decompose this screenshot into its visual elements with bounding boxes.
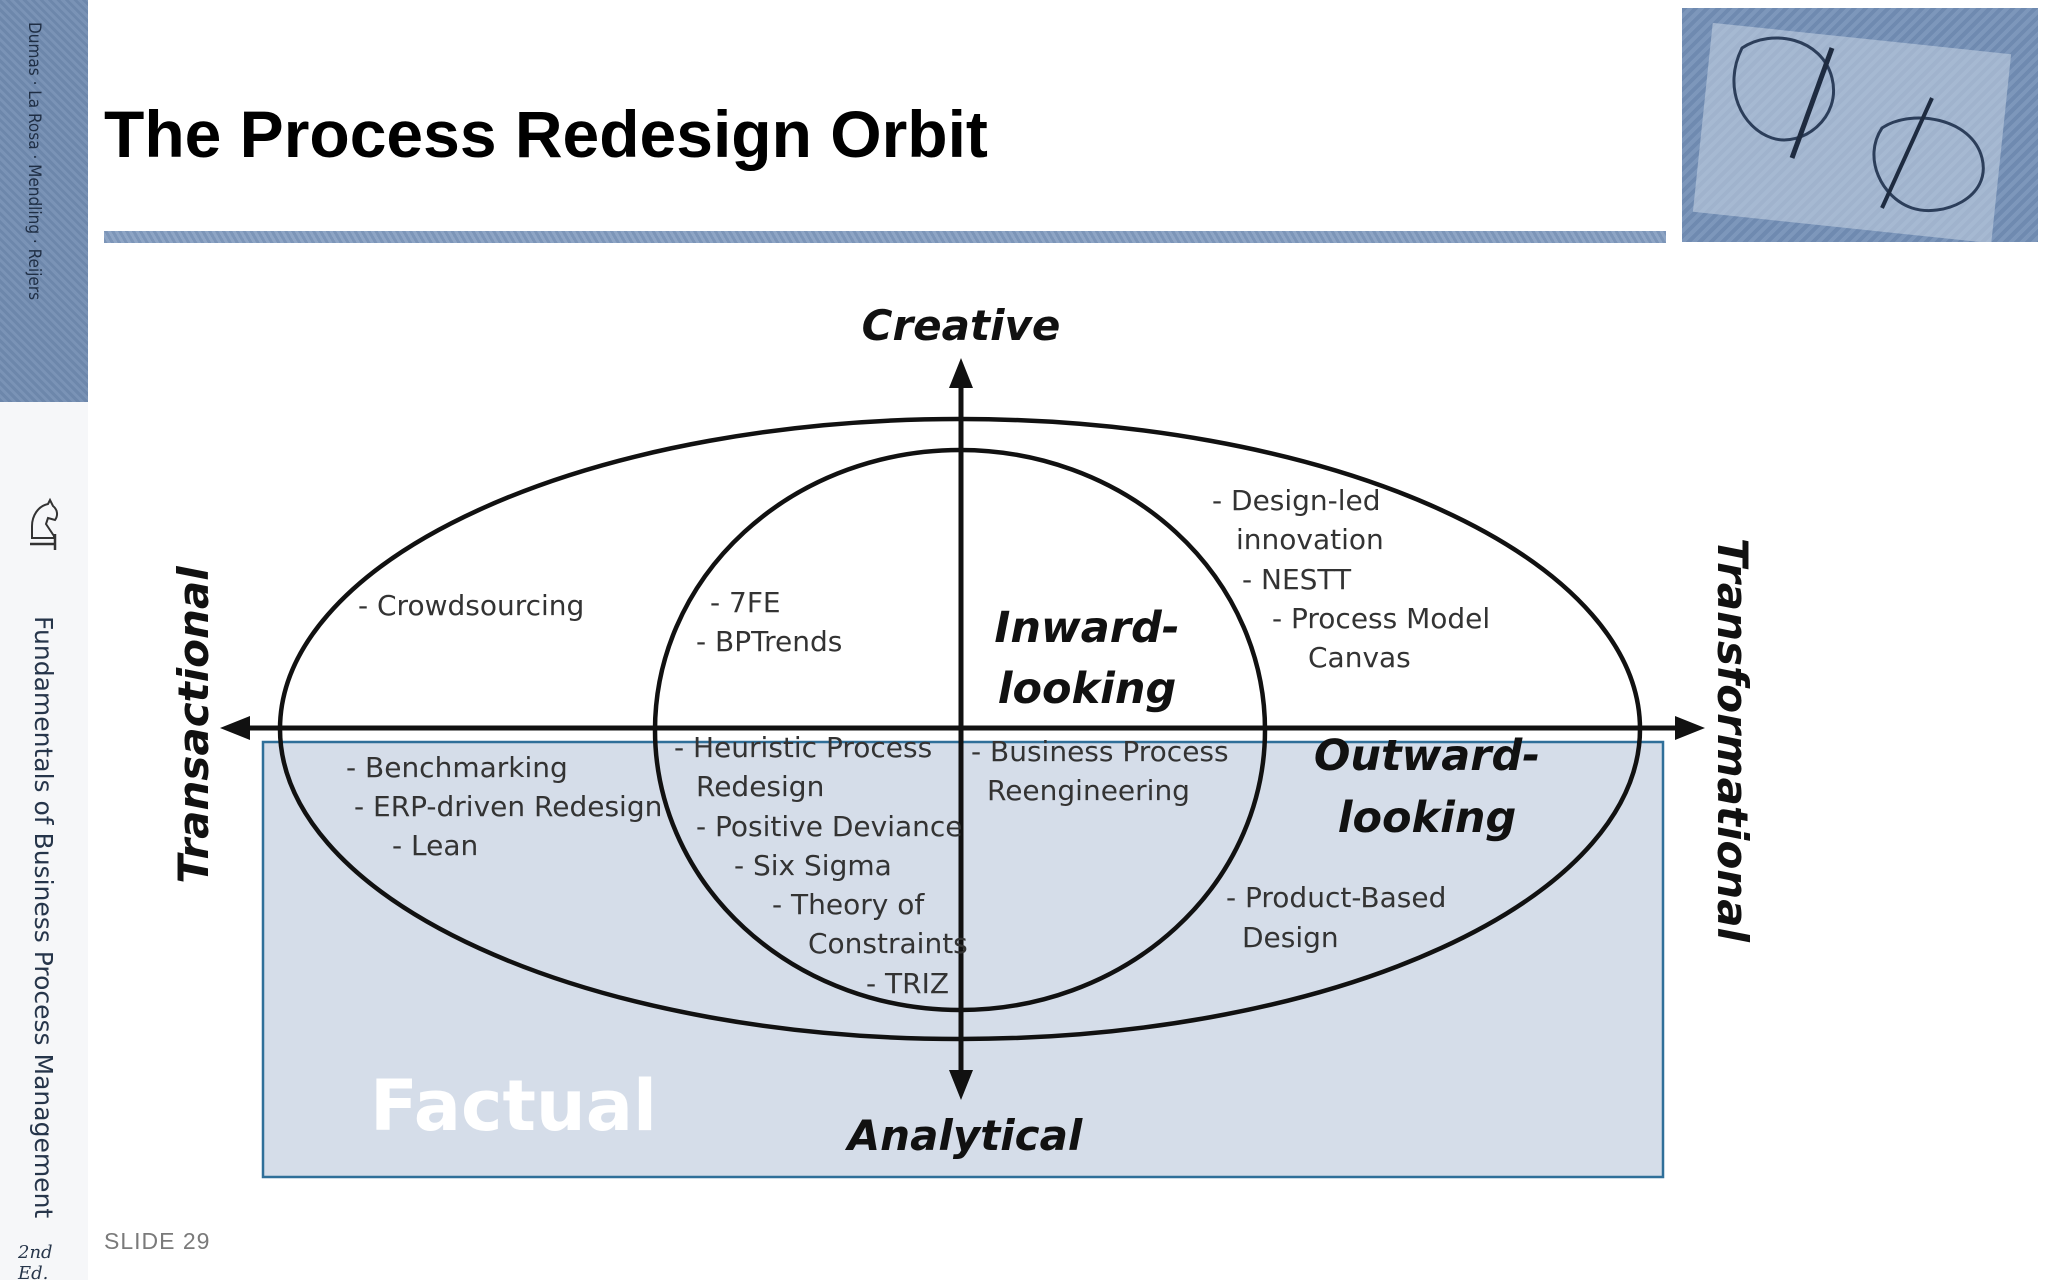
method-design-led: - Design-led <box>1212 484 1381 517</box>
method-positive-deviance: - Positive Deviance <box>696 810 963 843</box>
drawing-hands-icon <box>1692 22 2012 244</box>
axis-label-analytical: Analytical <box>845 1111 1083 1160</box>
method-product-based: - Product-Based <box>1226 881 1446 914</box>
hands-drawing-image <box>1682 8 2038 244</box>
methods-group: - Crowdsourcing - 7FE - BPTrends - Desig… <box>346 484 1490 1000</box>
sidebar-header-band: Dumas · La Rosa · Mendling · Reijers <box>0 0 88 402</box>
up-arrow-icon <box>949 358 973 388</box>
factual-label: Factual <box>370 1065 657 1147</box>
method-crowdsourcing: - Crowdsourcing <box>358 589 584 622</box>
method-benchmarking: - Benchmarking <box>346 751 568 784</box>
left-arrow-icon <box>220 716 250 740</box>
axis-label-creative: Creative <box>862 301 1061 350</box>
zone-outward-line1: Outward- <box>1314 731 1540 781</box>
method-process-model-cont: Canvas <box>1308 641 1411 674</box>
right-arrow-icon <box>1675 716 1705 740</box>
zone-inward-line1: Inward- <box>994 603 1179 653</box>
method-bptrends: - BPTrends <box>696 625 842 658</box>
zone-outward-line2: looking <box>1338 793 1517 843</box>
method-lean: - Lean <box>392 829 478 862</box>
method-nestt: - NESTT <box>1242 563 1352 596</box>
method-six-sigma: - Six Sigma <box>734 849 892 882</box>
slide-title: The Process Redesign Orbit <box>104 97 988 171</box>
method-bpr: - Business Process <box>971 735 1229 768</box>
slide-number: SLIDE 29 <box>104 1228 211 1254</box>
method-heuristic: - Heuristic Process <box>674 731 932 764</box>
method-7fe: - 7FE <box>710 586 781 619</box>
method-process-model: - Process Model <box>1272 602 1490 635</box>
sidebar-edition: 2nd Ed. <box>18 1242 53 1284</box>
method-design-led-cont: innovation <box>1236 523 1384 556</box>
title-divider <box>104 231 1666 243</box>
method-constraints: Constraints <box>808 927 968 960</box>
down-arrow-icon <box>949 1070 973 1100</box>
axis-label-transactional: Transactional <box>169 566 218 884</box>
method-bpr-cont: Reengineering <box>987 774 1190 807</box>
sidebar-strip: Dumas · La Rosa · Mendling · Reijers Fun… <box>0 0 88 1284</box>
method-triz: - TRIZ <box>866 967 949 1000</box>
axis-label-transformational: Transformational <box>1708 538 1757 943</box>
method-theory-of: - Theory of <box>772 888 925 921</box>
method-heuristic-cont: Redesign <box>696 770 824 803</box>
method-erp-redesign: - ERP-driven Redesign <box>354 790 662 823</box>
knight-logo-icon <box>30 497 59 550</box>
zone-inward-line2: looking <box>998 664 1177 714</box>
method-product-based-cont: Design <box>1242 921 1339 954</box>
